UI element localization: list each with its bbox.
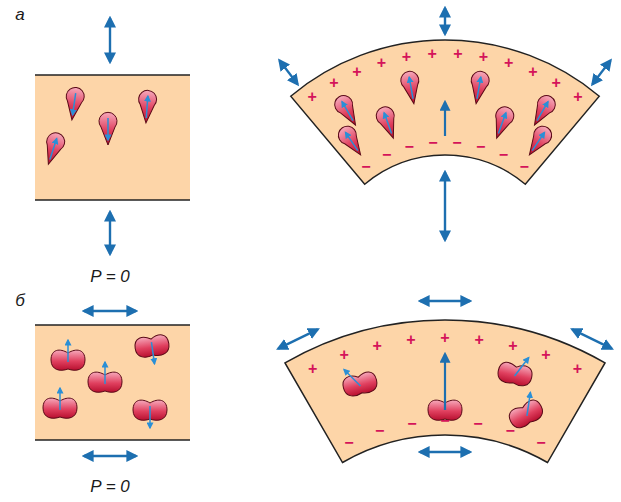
strain-arrow bbox=[278, 329, 318, 348]
molecule bbox=[133, 400, 167, 428]
charge-sign: + bbox=[504, 55, 513, 71]
block-edge bbox=[35, 199, 190, 201]
charge-sign: + bbox=[453, 46, 462, 62]
molecule bbox=[527, 92, 559, 129]
molecule bbox=[134, 334, 172, 366]
molecule bbox=[488, 104, 516, 141]
block-edge bbox=[35, 74, 190, 76]
charge-sign: − bbox=[375, 423, 384, 439]
polarization-arrow bbox=[444, 102, 446, 136]
strain-arrow bbox=[109, 18, 111, 62]
molecule bbox=[40, 130, 67, 167]
charge-sign: + bbox=[475, 332, 484, 348]
charge-sign: − bbox=[536, 435, 545, 451]
charge-sign: − bbox=[428, 135, 437, 151]
charge-sign: + bbox=[508, 338, 517, 354]
charge-sign: + bbox=[307, 89, 316, 105]
crystal-block bbox=[35, 325, 190, 440]
charge-sign: − bbox=[440, 413, 449, 429]
strain-arrow bbox=[280, 60, 298, 84]
molecule bbox=[99, 112, 117, 145]
charge-sign: − bbox=[452, 135, 461, 151]
charge-sign: + bbox=[573, 361, 582, 377]
molecule bbox=[374, 104, 402, 141]
molecule bbox=[467, 70, 490, 105]
charge-sign: + bbox=[372, 338, 381, 354]
charge-sign: − bbox=[476, 139, 485, 155]
charge-sign: + bbox=[573, 89, 582, 105]
bent-block bbox=[291, 40, 600, 184]
strain-arrow bbox=[420, 451, 470, 453]
strain-arrow bbox=[420, 300, 470, 302]
molecule bbox=[88, 362, 122, 392]
charge-sign: + bbox=[377, 55, 386, 71]
charge-sign: − bbox=[519, 159, 528, 175]
strain-arrow bbox=[444, 8, 446, 34]
bent-block bbox=[285, 320, 605, 462]
charge-sign: − bbox=[499, 147, 508, 163]
charge-sign: + bbox=[406, 332, 415, 348]
charge-sign: + bbox=[541, 347, 550, 363]
charge-sign: + bbox=[308, 361, 317, 377]
molecule bbox=[496, 352, 535, 388]
molecule bbox=[51, 340, 85, 370]
charge-sign: + bbox=[551, 75, 560, 91]
block-edge bbox=[35, 324, 190, 326]
strain-arrow bbox=[592, 60, 610, 84]
charge-sign: − bbox=[407, 416, 416, 432]
charge-sign: − bbox=[382, 147, 391, 163]
polarization-label: P = 0 bbox=[90, 268, 130, 285]
charge-sign: + bbox=[440, 330, 449, 346]
charge-sign: − bbox=[361, 159, 370, 175]
strain-arrow bbox=[572, 329, 612, 348]
molecule bbox=[522, 123, 555, 160]
charge-sign: − bbox=[506, 423, 515, 439]
strain-arrow bbox=[84, 455, 136, 457]
charge-sign: + bbox=[528, 64, 537, 80]
charge-sign: − bbox=[473, 416, 482, 432]
polarization-label: P = 0 bbox=[90, 478, 130, 495]
panel-letter: а bbox=[15, 6, 24, 23]
strain-arrow bbox=[84, 310, 136, 312]
molecule bbox=[399, 70, 422, 105]
molecule bbox=[339, 362, 379, 398]
molecule bbox=[137, 90, 157, 124]
strain-arrow bbox=[109, 212, 111, 254]
molecule bbox=[63, 86, 85, 121]
polarization-arrow bbox=[444, 354, 446, 410]
charge-sign: + bbox=[340, 347, 349, 363]
charge-sign: + bbox=[352, 64, 361, 80]
charge-sign: + bbox=[479, 49, 488, 65]
charge-sign: − bbox=[344, 435, 353, 451]
strain-arrow bbox=[444, 172, 446, 240]
molecule bbox=[335, 123, 368, 160]
charge-sign: − bbox=[405, 139, 414, 155]
molecule bbox=[331, 92, 363, 129]
molecule bbox=[43, 388, 77, 418]
crystal-block bbox=[35, 75, 190, 200]
panel-letter: б bbox=[15, 292, 25, 309]
block-edge bbox=[35, 439, 190, 441]
charge-sign: + bbox=[427, 46, 436, 62]
charge-sign: + bbox=[402, 49, 411, 65]
charge-sign: + bbox=[329, 75, 338, 91]
